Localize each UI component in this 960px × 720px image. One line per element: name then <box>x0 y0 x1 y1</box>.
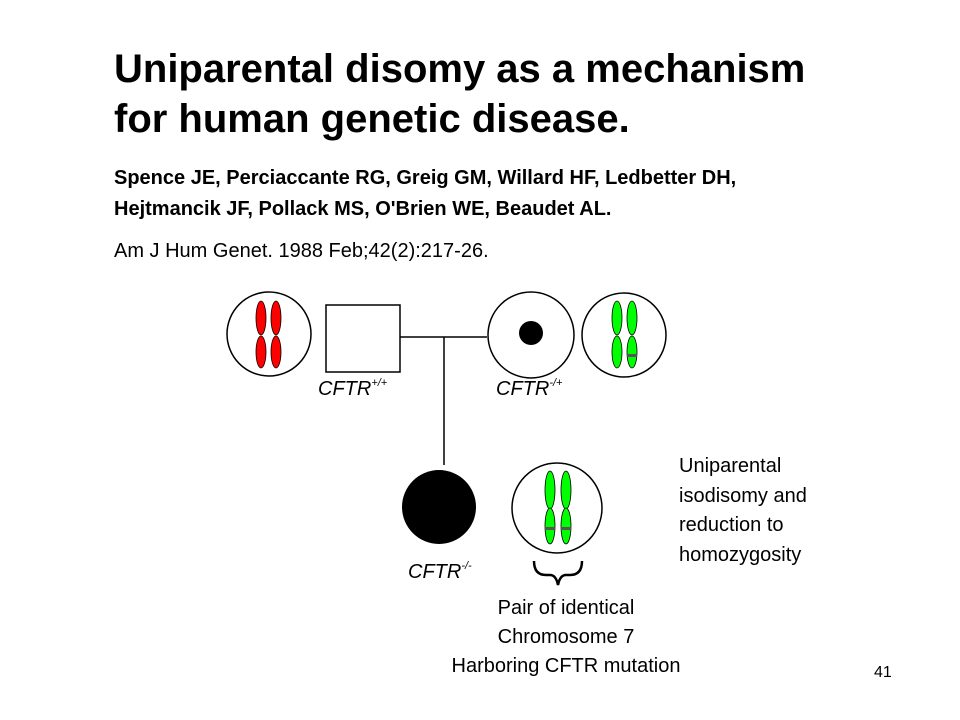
slide-title: Uniparental disomy as a mechanism for hu… <box>114 44 914 144</box>
pair-label-line: Chromosome 7 <box>497 626 635 648</box>
mother-genotype-label: CFTR-/+ <box>496 377 562 404</box>
mutation-mark <box>627 354 637 357</box>
father-genotype-label: CFTR+/+ <box>318 377 387 404</box>
maternal-chromatid <box>626 335 638 369</box>
mother-gene-name: CFTR <box>496 378 550 400</box>
maternal-chromatid <box>626 300 638 336</box>
curly-brace <box>532 560 584 586</box>
note-line: reduction to <box>679 514 784 536</box>
title-line-1: Uniparental disomy as a mechanism <box>114 47 806 91</box>
child-genotype: -/- <box>461 560 472 572</box>
child-chromosome-cell <box>511 462 603 554</box>
mother-symbol <box>487 291 575 379</box>
mutation-mark <box>561 527 571 530</box>
pair-label-line: Harboring CFTR mutation <box>451 655 681 677</box>
father-symbol <box>325 304 401 373</box>
child-genotype-label: CFTR-/- <box>408 560 472 587</box>
father-chromosome-cell <box>226 291 312 377</box>
paternal-chromatid <box>270 300 282 336</box>
note-line: isodisomy and <box>679 484 807 507</box>
slide-number: 41 <box>874 664 892 681</box>
child-chromatid <box>544 507 556 545</box>
child-chromatid <box>560 507 572 545</box>
child-chromatid <box>560 470 572 510</box>
chromosome-pair-label: Pair of identical Chromosome 7 Harboring… <box>406 594 726 681</box>
paternal-chromosome-pair <box>255 300 282 369</box>
pair-label-line: Pair of identical <box>497 597 635 619</box>
maternal-chromosome-pair <box>611 300 638 369</box>
note-line: Uniparental <box>679 455 782 477</box>
paternal-chromatid <box>255 300 267 336</box>
paternal-chromatid <box>255 335 267 369</box>
father-gene-name: CFTR <box>318 378 372 400</box>
journal-citation: Am J Hum Genet. 1988 Feb;42(2):217-26. <box>114 240 489 262</box>
mother-chromosome-cell <box>581 292 667 378</box>
maternal-chromatid <box>611 300 623 336</box>
author-list: Spence JE, Perciaccante RG, Greig GM, Wi… <box>114 163 914 225</box>
affected-child-symbol <box>402 470 476 544</box>
note-line: homozygosity <box>679 543 802 566</box>
child-chromosome-pair <box>544 470 572 545</box>
isodisomy-note: Uniparental isodisomy and reduction to h… <box>679 452 879 570</box>
mother-genotype: -/+ <box>549 377 563 389</box>
maternal-chromatid <box>611 335 623 369</box>
child-chromatid <box>544 470 556 510</box>
mutation-mark <box>545 527 555 530</box>
father-genotype: +/+ <box>371 377 388 389</box>
title-line-2: for human genetic disease. <box>114 97 630 141</box>
authors-line-1: Spence JE, Perciaccante RG, Greig GM, Wi… <box>114 167 737 189</box>
carrier-dot <box>519 321 543 345</box>
paternal-chromatid <box>270 335 282 369</box>
child-gene-name: CFTR <box>408 561 462 583</box>
authors-line-2: Hejtmancik JF, Pollack MS, O'Brien WE, B… <box>114 198 612 220</box>
